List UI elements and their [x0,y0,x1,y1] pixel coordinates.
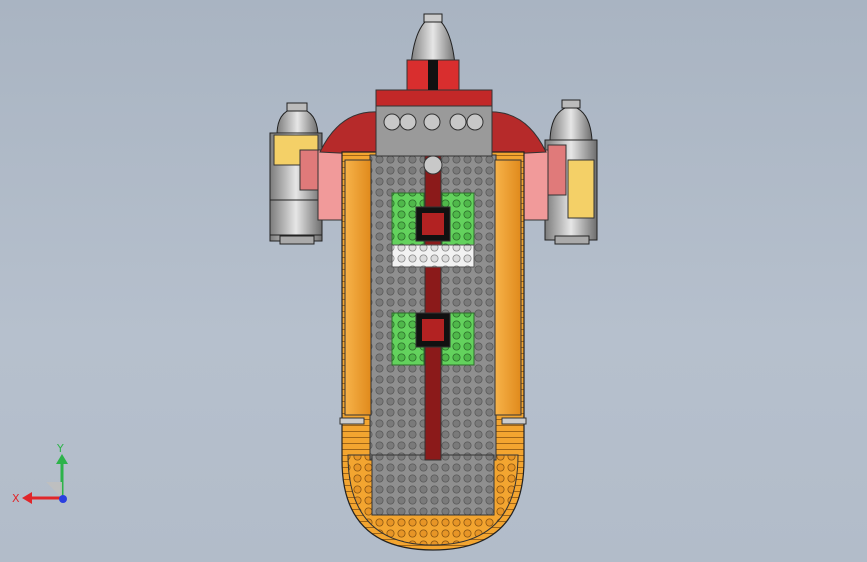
right-engine[interactable] [544,99,598,245]
z-axis-dot-icon [59,495,67,503]
x-axis-label: X [12,492,20,505]
orientation-triad: Y X [12,442,68,505]
left-engine[interactable] [269,102,323,245]
y-axis-label: Y [56,442,64,455]
x-axis-arrow-icon [22,492,32,504]
hull[interactable] [317,13,549,551]
triad-plane-icon [46,482,62,498]
y-axis-arrow-icon [56,454,68,464]
